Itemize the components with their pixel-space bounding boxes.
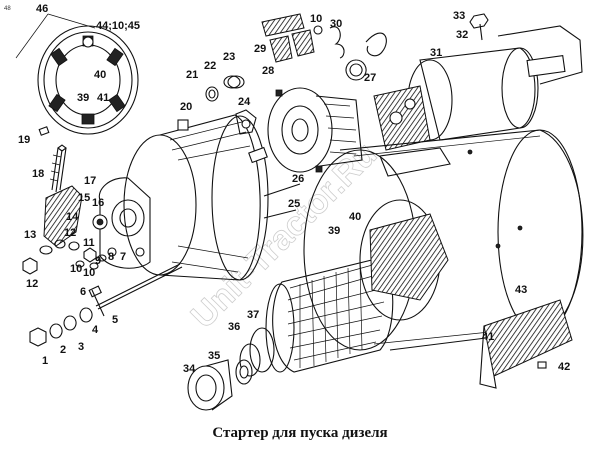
pinion-drive	[187, 359, 253, 411]
diagram-caption: Стартер для пуска дизеля	[212, 425, 388, 441]
callout-41: 41	[97, 92, 109, 104]
callout-2: 2	[60, 344, 66, 356]
callout-6: 6	[80, 286, 86, 298]
callout-41-lower: 41	[482, 331, 494, 343]
callout-39-lower: 39	[328, 225, 340, 237]
stator-yoke	[303, 129, 584, 351]
callout-38: 37	[247, 309, 259, 321]
callout-16: 15	[78, 192, 90, 204]
mounting-bracket	[479, 299, 573, 389]
bushing-parts-23-25	[205, 75, 257, 135]
callout-29: 28	[262, 65, 274, 77]
callout-40-lower: 40	[349, 211, 361, 223]
callout-7: 7	[120, 251, 126, 263]
brush-springs	[261, 13, 387, 81]
callout-17: 16	[92, 197, 104, 209]
callout-26: 25	[288, 198, 300, 210]
callout-8: 8	[108, 251, 114, 263]
callout-28: 27	[364, 72, 376, 84]
callout-11: 10	[70, 263, 82, 275]
corner-mark: 48	[4, 6, 11, 12]
callout-31: 30	[330, 18, 342, 30]
brush-holder-ring	[15, 13, 139, 135]
callout-13-upper: 12	[64, 227, 76, 239]
callout-22: 21	[186, 69, 198, 81]
callout-46: 46	[36, 3, 48, 15]
rear-cover	[43, 177, 151, 269]
callout-23: 22	[204, 60, 216, 72]
callout-18: 17	[84, 175, 96, 187]
callout-12-lower: 12	[26, 278, 38, 290]
callout-43: 43	[515, 284, 527, 296]
callout-20: 19	[18, 134, 30, 146]
armature	[239, 199, 449, 377]
callout-14: 13	[24, 229, 36, 241]
callout-4: 4	[92, 324, 99, 336]
fasteners-left	[22, 239, 183, 347]
callout-25: 24	[238, 96, 251, 108]
callout-21: 20	[180, 101, 192, 113]
callout-36: 35	[208, 350, 220, 362]
callout-37: 36	[228, 321, 240, 333]
callout-32: 31	[430, 47, 442, 59]
callout-44-10-45: 44;10;45	[96, 20, 140, 32]
callout-10-top: 10	[310, 13, 322, 25]
callout-15: 14	[66, 211, 79, 223]
callout-40: 40	[94, 69, 106, 81]
callout-39: 39	[77, 92, 89, 104]
callout-42: 42	[558, 361, 570, 373]
callout-34: 33	[453, 10, 465, 22]
callout-3: 3	[78, 341, 84, 353]
callout-5: 5	[112, 314, 118, 326]
solenoid-relay	[373, 13, 583, 177]
drive-end-shield	[267, 87, 363, 173]
callout-30: 29	[254, 43, 266, 55]
callout-24: 23	[223, 51, 235, 63]
field-frame-housing	[123, 114, 301, 281]
callout-19: 18	[32, 168, 44, 180]
callout-1: 1	[42, 355, 48, 367]
spring-pin-19-20	[38, 126, 67, 193]
callout-labels: 46 44;10;45 40 39 41 19 18 17 15 16 14 1…	[18, 3, 570, 375]
callout-9: 9	[95, 255, 101, 267]
callout-35: 34	[183, 363, 196, 375]
callout-10-left: 10	[83, 267, 95, 279]
callout-12-upper: 11	[83, 237, 95, 249]
callout-27: 26	[292, 173, 304, 185]
callout-33: 32	[456, 29, 468, 41]
